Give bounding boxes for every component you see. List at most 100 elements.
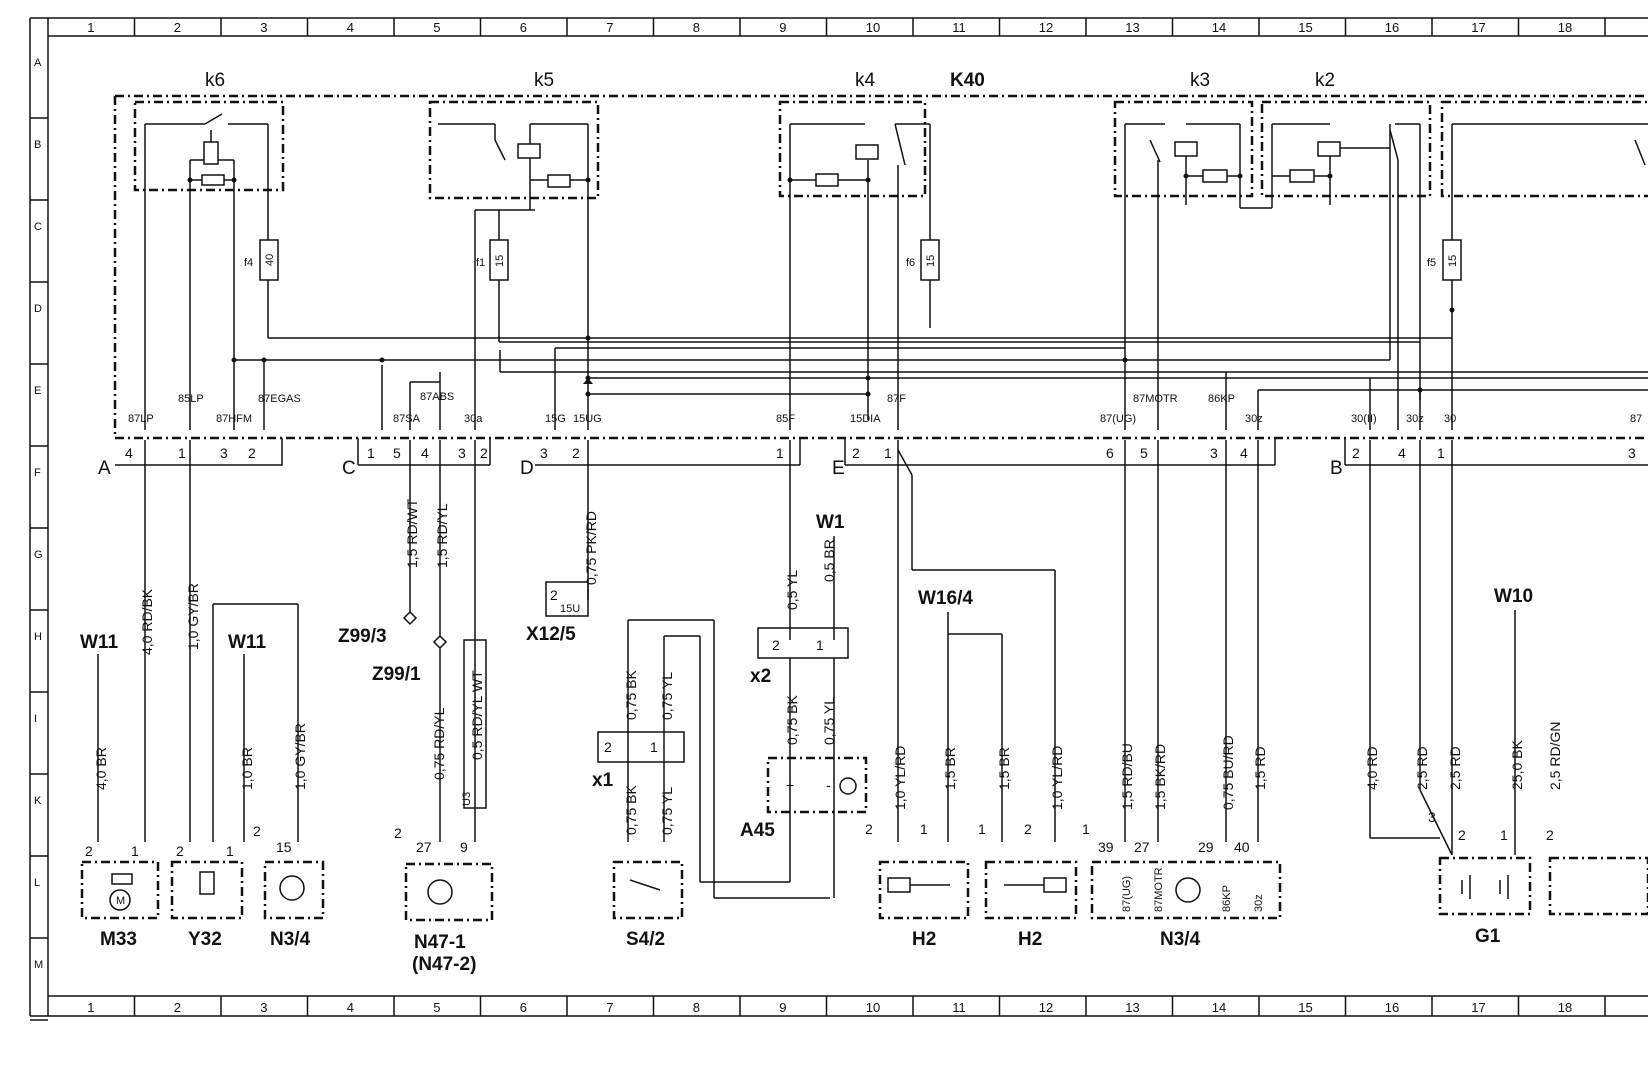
k5-coil-symbol bbox=[517, 143, 541, 159]
relay-k3: k3 bbox=[1113, 70, 1254, 430]
z99-connectors: Z99/3 Z99/1 bbox=[338, 610, 448, 842]
svg-text:0,75 BK: 0,75 BK bbox=[623, 785, 639, 835]
grid-column-label: 14 bbox=[1212, 1000, 1226, 1015]
grid-column-label: 5 bbox=[433, 1000, 440, 1015]
fuse-f5: 15 f5 bbox=[1427, 239, 1462, 430]
fuse-f4: 40 f4 bbox=[244, 239, 279, 338]
svg-text:C: C bbox=[342, 458, 356, 479]
grid-column-label: 10 bbox=[866, 1000, 880, 1015]
h2-horn-right: 1 2 H2 bbox=[978, 821, 1078, 950]
grid-column-label: 17 bbox=[1471, 1000, 1485, 1015]
svg-text:15UG: 15UG bbox=[573, 413, 602, 425]
svg-text:0,75 BU/RD: 0,75 BU/RD bbox=[1220, 735, 1236, 810]
svg-text:f6: f6 bbox=[906, 257, 915, 269]
grid-column-label: 16 bbox=[1385, 1000, 1399, 1015]
svg-text:1,0 BR: 1,0 BR bbox=[239, 747, 255, 790]
grid-column-label: 7 bbox=[606, 1000, 613, 1015]
svg-text:87F: 87F bbox=[887, 393, 906, 405]
svg-text:W10: W10 bbox=[1494, 586, 1533, 607]
svg-text:5: 5 bbox=[1140, 445, 1148, 461]
svg-text:0,75 BK: 0,75 BK bbox=[623, 670, 639, 720]
grid-column-label: 4 bbox=[347, 1000, 354, 1015]
grid-row-label: A bbox=[34, 57, 42, 69]
svg-text:2: 2 bbox=[604, 739, 612, 755]
svg-text:0,5 YL: 0,5 YL bbox=[784, 570, 800, 610]
svg-text:1: 1 bbox=[178, 445, 186, 461]
svg-text:1: 1 bbox=[650, 739, 658, 755]
grid-row-label: F bbox=[34, 467, 41, 479]
k6-coil-symbol bbox=[203, 141, 219, 165]
svg-text:2,5 RD/GN: 2,5 RD/GN bbox=[1547, 722, 1563, 790]
grid-column-label: 10 bbox=[866, 20, 880, 35]
svg-text:Y32: Y32 bbox=[188, 929, 222, 950]
svg-text:1: 1 bbox=[884, 445, 892, 461]
grid-column-label: 13 bbox=[1125, 20, 1139, 35]
svg-text:6: 6 bbox=[1106, 445, 1114, 461]
k4-label: k4 bbox=[855, 70, 876, 91]
svg-text:1: 1 bbox=[226, 843, 234, 859]
grid-column-label: 9 bbox=[779, 1000, 786, 1015]
internal-bus bbox=[144, 124, 1648, 430]
svg-text:1,5 BR: 1,5 BR bbox=[996, 747, 1012, 790]
grid-column-label: 6 bbox=[520, 1000, 527, 1015]
svg-text:1: 1 bbox=[816, 637, 824, 653]
svg-text:2,5 RD: 2,5 RD bbox=[1414, 746, 1430, 790]
svg-text:3: 3 bbox=[1428, 809, 1436, 825]
svg-text:2: 2 bbox=[85, 843, 93, 859]
svg-text:0,5 BR: 0,5 BR bbox=[821, 539, 837, 582]
s42-switch: 2 1 x1 S4/2 bbox=[592, 619, 830, 950]
svg-text:0,75 PK/RD: 0,75 PK/RD bbox=[583, 511, 599, 585]
h2-horn-left: W16/4 2 1 H2 bbox=[865, 588, 1003, 950]
k5-resistor-symbol bbox=[547, 174, 571, 188]
svg-text:85F: 85F bbox=[776, 413, 795, 425]
svg-text:2: 2 bbox=[572, 445, 580, 461]
svg-text:3: 3 bbox=[540, 445, 548, 461]
svg-text:27: 27 bbox=[416, 839, 432, 855]
svg-text:2: 2 bbox=[248, 445, 256, 461]
k2-resistor-symbol bbox=[1289, 169, 1315, 183]
svg-text:5: 5 bbox=[393, 445, 401, 461]
svg-text:9: 9 bbox=[460, 839, 468, 855]
grid-column-label: 9 bbox=[779, 20, 786, 35]
svg-text:4: 4 bbox=[1240, 445, 1248, 461]
svg-text:0,75 BK: 0,75 BK bbox=[784, 695, 800, 745]
svg-text:1,5 RD/BU: 1,5 RD/BU bbox=[1119, 743, 1135, 810]
m33-motor: W11 2 1 M M33 bbox=[80, 632, 160, 950]
svg-text:29: 29 bbox=[1198, 839, 1214, 855]
svg-text:0,75 RD/YL: 0,75 RD/YL bbox=[431, 707, 447, 780]
grid-row-label: E bbox=[34, 385, 41, 397]
svg-text:f1: f1 bbox=[476, 257, 485, 269]
relay-k4: k4 bbox=[778, 70, 931, 430]
svg-text:15: 15 bbox=[1447, 255, 1459, 267]
grid-column-label: 1 bbox=[87, 20, 94, 35]
grid-column-label: 7 bbox=[606, 20, 613, 35]
grid-column-label: 4 bbox=[347, 20, 354, 35]
svg-text:4,0 BR: 4,0 BR bbox=[93, 747, 109, 790]
k5-label: k5 bbox=[534, 70, 554, 91]
k2-label: k2 bbox=[1315, 70, 1335, 91]
relay-k6: k6 bbox=[133, 70, 285, 360]
k40-boundary bbox=[113, 94, 1648, 440]
svg-text:1,0 GY/BR: 1,0 GY/BR bbox=[292, 723, 308, 790]
k40-pin-labels: 87LP 85LP 87HFM 87EGAS 87SA 87ABS 30a 15… bbox=[128, 391, 1642, 425]
svg-text:2: 2 bbox=[1458, 827, 1466, 843]
svg-text:2: 2 bbox=[865, 821, 873, 837]
svg-text:1: 1 bbox=[1082, 821, 1090, 837]
svg-text:4,0 RD/BK: 4,0 RD/BK bbox=[139, 588, 155, 655]
grid-column-label: 15 bbox=[1298, 20, 1312, 35]
svg-text:87SA: 87SA bbox=[393, 413, 421, 425]
grid-column-label: 11 bbox=[952, 1000, 966, 1015]
fuse-f1: 15 f1 bbox=[475, 209, 525, 342]
grid-column-label: 16 bbox=[1385, 20, 1399, 35]
grid-column-label: 12 bbox=[1039, 20, 1053, 35]
svg-text:1,0 YL/RD: 1,0 YL/RD bbox=[1049, 746, 1065, 810]
relay-right-partial bbox=[1440, 100, 1648, 240]
svg-text:25,0 BK: 25,0 BK bbox=[1509, 740, 1525, 790]
svg-text:G1: G1 bbox=[1475, 926, 1501, 947]
svg-text:1: 1 bbox=[920, 821, 928, 837]
grid-column-label: 2 bbox=[174, 20, 181, 35]
svg-text:4: 4 bbox=[125, 445, 133, 461]
grid-column-label: 14 bbox=[1212, 20, 1226, 35]
svg-text:1: 1 bbox=[776, 445, 784, 461]
